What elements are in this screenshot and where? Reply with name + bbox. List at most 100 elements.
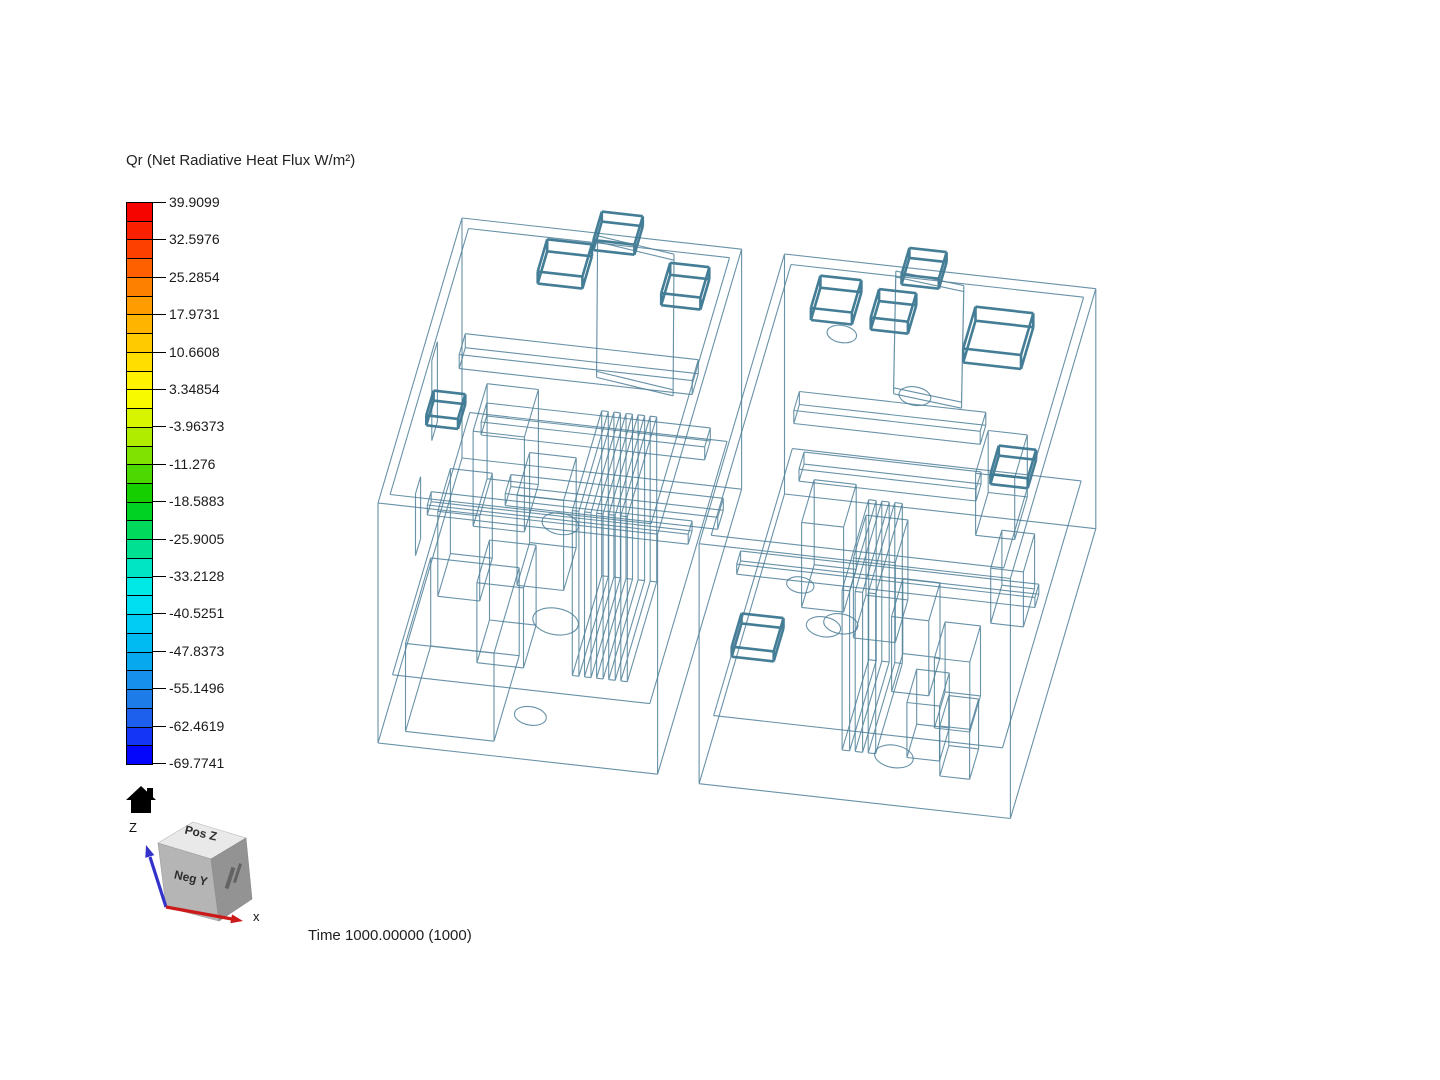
colorbar-cell — [127, 708, 152, 728]
wireframe-accent-edges — [592, 210, 645, 256]
colorbar-cell — [127, 615, 152, 634]
tick-label: -69.7741 — [169, 755, 225, 771]
colorbar-cell — [127, 390, 152, 410]
cube-side-face-marking — [224, 863, 242, 890]
wireframe-edges — [414, 476, 422, 556]
x-axis-label: x — [253, 909, 260, 924]
tick-mark — [153, 501, 166, 503]
hole-ellipse — [874, 744, 914, 769]
wireframe-edges — [713, 448, 1082, 749]
tick-mark — [153, 688, 166, 690]
hole-ellipse — [786, 576, 815, 594]
tick-mark — [153, 314, 166, 316]
tick-label: 32.5976 — [169, 231, 220, 248]
wireframe-edges — [571, 410, 609, 677]
colorbar-cell — [127, 596, 152, 616]
tick-mark — [153, 202, 166, 203]
tick-label: 25.2854 — [169, 268, 220, 285]
wireframe-accent-edges — [961, 305, 1035, 371]
wireframe-edges — [620, 415, 658, 683]
tick-mark — [153, 538, 166, 540]
colorbar-cell — [127, 334, 152, 353]
hole-ellipse — [823, 613, 859, 635]
home-icon[interactable] — [126, 786, 156, 813]
colorbar-cell — [127, 502, 152, 522]
tick-label: -3.96373 — [169, 418, 225, 435]
wireframe-edges — [596, 412, 634, 680]
tick-label: -11.276 — [169, 455, 216, 472]
tick-label: 39.9099 — [169, 194, 220, 210]
colorbar-cell — [127, 352, 152, 372]
colorbar-cell — [127, 577, 152, 597]
colorbar-cell — [127, 690, 152, 709]
wireframe-edges — [990, 529, 1036, 628]
wireframe-edges — [608, 414, 646, 681]
z-axis-label: Z — [129, 820, 137, 835]
colorbar-cell — [127, 296, 152, 316]
z-axis-arrow: Z — [129, 820, 168, 908]
tick-label: -33.2128 — [169, 568, 225, 584]
tick-label: 3.34854 — [169, 381, 220, 397]
colorbar-cell — [127, 540, 152, 559]
tick-mark — [153, 389, 166, 390]
wireframe-edges — [377, 217, 743, 775]
colorbar-cell — [127, 465, 152, 485]
wireframe-edges — [583, 411, 621, 679]
tick-mark — [153, 276, 166, 278]
wireframe-edges — [793, 390, 987, 445]
time-annotation: Time 1000.00000 (1000) — [308, 927, 472, 944]
colorbar-cell — [127, 446, 152, 466]
tick-label: -47.8373 — [169, 642, 225, 659]
wireframe-edges — [437, 468, 493, 602]
wireframe-accent-edges — [425, 389, 467, 431]
tick-label: 10.6608 — [169, 343, 220, 360]
orientation-widget[interactable]: Pos Z Neg Y Z x — [110, 775, 285, 945]
wireframe-edges — [933, 621, 982, 733]
x-axis-arrow: x — [165, 905, 260, 924]
tick-mark — [153, 239, 166, 241]
colorbar-cell — [127, 371, 152, 391]
wireframe-accent-edges — [730, 612, 785, 663]
hole-ellipse — [513, 705, 547, 726]
colorbar-cell — [127, 727, 152, 747]
colorbar-cell — [127, 240, 152, 260]
tick-mark — [153, 426, 166, 428]
wireframe-accent-edges — [536, 238, 594, 290]
wireframe-accent-edges — [809, 274, 863, 326]
wireframe-edges — [476, 539, 537, 669]
tick-label: -55.1496 — [169, 680, 225, 697]
legend-title: Qr (Net Radiative Heat Flux W/m²) — [126, 152, 356, 169]
orientation-cube[interactable]: Pos Z Neg Y — [157, 821, 253, 922]
tick-mark — [153, 725, 166, 727]
tick-label: 17.9731 — [169, 306, 220, 323]
tick-label: -62.4619 — [169, 717, 225, 734]
colorbar-cell — [127, 746, 152, 765]
wireframe-edges — [939, 695, 980, 780]
wireframe-edges — [710, 263, 1085, 569]
colorbar-cell — [127, 221, 152, 241]
colorbar-cell — [127, 409, 152, 428]
tick-mark — [153, 650, 166, 652]
wireframe-edges — [389, 227, 731, 525]
wireframe-edges — [458, 333, 699, 396]
tick-mark — [153, 613, 166, 615]
colorbar-cell — [127, 521, 152, 541]
hole-ellipse — [826, 324, 858, 344]
wireframe-edges — [736, 550, 1040, 609]
hole-ellipse — [541, 512, 580, 536]
house-chimney — [147, 788, 153, 798]
wireframe-edges — [698, 253, 1097, 820]
colorbar-cell — [127, 484, 152, 503]
hole-ellipse — [532, 607, 579, 636]
colorbar — [126, 202, 153, 765]
colorbar-cell — [127, 277, 152, 297]
colorbar-cell — [127, 652, 152, 672]
tick-label: -18.5883 — [169, 493, 225, 510]
tick-mark — [153, 576, 166, 577]
wireframe-edges — [480, 402, 711, 461]
colorbar-cell — [127, 427, 152, 447]
wireframe-accent-edges — [659, 261, 711, 311]
hole-ellipse — [898, 386, 932, 407]
